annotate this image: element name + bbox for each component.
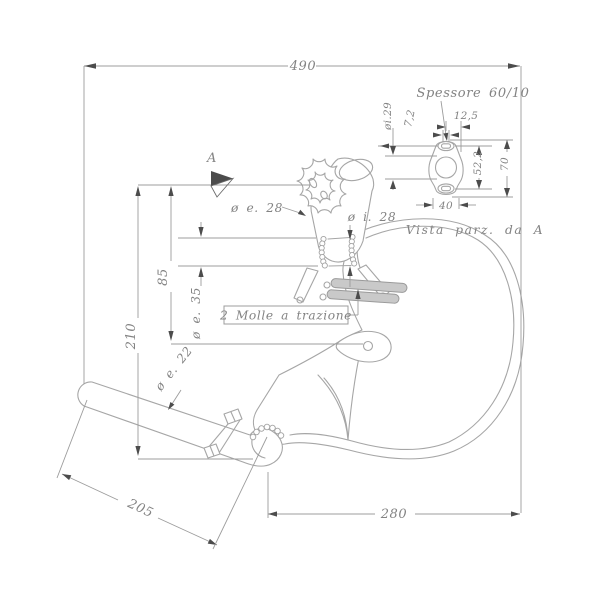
dim-210 [135,186,253,460]
dim-overall-length [83,63,522,513]
pipe-clamp-band [203,408,243,459]
elbow-inner-line [251,439,266,459]
flange-clamp-ring [296,158,347,214]
tab-hole [362,340,374,352]
port-cap-face [338,158,374,182]
outlet-weld-ring [249,423,285,441]
dimension-labels: 490 A 85 210 ø e. 35 ø e. 28 ø i. 28 2 M… [124,59,544,522]
spring-hook [323,281,331,289]
flange-slot-width-label: 7,2 [402,109,417,129]
sleeve-outer-diameter-label: ø e. 35 [189,287,203,340]
top-slot [440,143,452,149]
view-caption-label: Vista parz. da A [406,223,544,237]
dim-inlet-inner [347,225,353,287]
flange-width-label: 40 [438,200,453,212]
view-marker-label: A [206,151,217,166]
dim-280 [267,472,520,518]
header-outer-diameter-label: ø e. 28 [230,201,283,215]
weld-ring-2 [348,233,358,267]
body-seam-line [289,225,515,451]
inlet-inner-diameter-label: ø i. 28 [347,210,397,224]
flange-slot-offset-label: 12,5 [454,110,479,122]
muffler-body [252,218,525,460]
tail-pipe [77,381,285,467]
dim-85-label: 85 [156,268,171,286]
dimension-graphics [56,63,522,550]
header-pipe [296,157,375,269]
springs-note-callout [223,289,361,325]
flange-height-label: 70 [499,157,511,171]
view-direction-marker [138,171,310,198]
bottom-slot [440,185,452,192]
thickness-note-label: Spessore 60/10 [417,86,530,101]
leader-header-outer [281,206,306,216]
dim-sleeve-outer [178,222,318,286]
flange-hole-diameter-label: øi.29 [382,102,394,131]
bottom-slot-boss [437,183,455,194]
dim-210-label: 210 [124,323,139,351]
tail-outer-diameter-label: ø e. 22 [152,344,196,394]
flange-detail-view [428,140,464,196]
flange-slot-distance-label: 52,2 [472,151,484,176]
dim-overall-length-label: 490 [289,59,317,74]
center-hole [434,156,458,179]
inner-horn-edge [347,356,360,441]
dim-280-label: 280 [380,507,408,522]
leader-tail-outer [168,389,182,410]
springs-note-label: 2 Molle a trazione [219,309,352,323]
dim-85 [168,186,363,345]
flange-detail-dimensions [378,100,513,209]
weld-ring-1 [318,235,328,269]
dim-205 [56,399,268,550]
spring-hook [319,293,327,301]
dim-205-label: 205 [124,496,155,521]
